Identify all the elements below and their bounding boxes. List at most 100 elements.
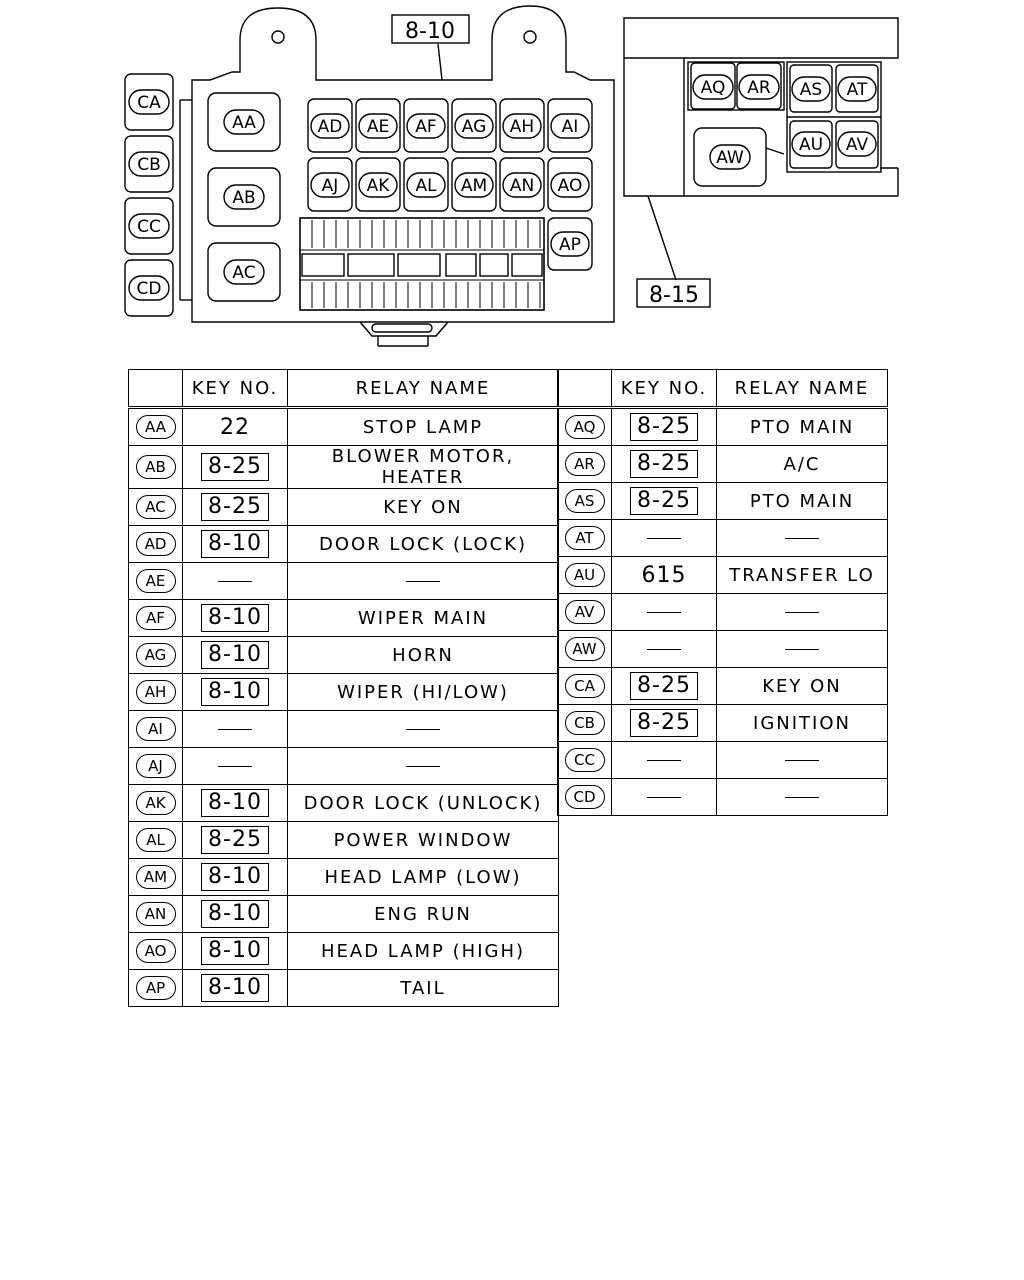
key-no-cell [611,630,717,668]
svg-text:CB: CB [137,155,161,175]
svg-text:AJ: AJ [322,176,339,196]
relay-name-cell: KEY ON [716,667,888,705]
svg-text:AR: AR [747,78,771,98]
relay-au: AU [789,120,833,169]
relay-cd: CD [124,259,174,317]
relay-name-cell: HEAD LAMP (HIGH) [287,932,559,970]
relay-name: BLOWER MOTOR, HEATER [331,446,515,488]
relay-am: AM [451,157,497,212]
empty-dash [647,797,681,798]
key-no-value: 8-10 [201,937,269,965]
relay-name: KEY ON [762,675,842,697]
empty-dash [785,760,819,761]
svg-text:CC: CC [137,217,161,237]
empty-dash [647,760,681,761]
svg-text:8-15: 8-15 [649,283,699,308]
relay-name: DOOR LOCK (LOCK) [318,533,528,555]
relay-name-cell [716,593,888,631]
relay-id-badge: AJ [135,754,176,778]
relay-name-header: RELAY NAME [716,369,888,409]
relay-name: DOOR LOCK (UNLOCK) [303,792,543,814]
relay-name-cell [716,630,888,668]
blank-header [128,369,183,409]
svg-text:AN: AN [510,176,534,196]
relay-ar: AR [736,62,782,110]
svg-text:AK: AK [367,176,391,196]
relay-id-badge: CB [564,711,605,735]
key-no-cell: 8-25 [611,445,717,483]
relay-id-badge: AH [135,680,176,704]
empty-dash [785,612,819,613]
relay-id-badge: AE [135,569,176,593]
relay-id-cell: AP [128,969,183,1007]
key-no-cell: 8-25 [182,488,288,526]
relay-name-cell: HEAD LAMP (LOW) [287,858,559,896]
key-no-cell: 8-25 [611,667,717,705]
key-no-cell: 8-10 [182,673,288,711]
relay-id-badge: AB [135,455,176,479]
relay-id-badge: AU [564,563,605,587]
sub-relay-box [623,17,899,281]
relay-name-cell [287,562,559,600]
relay-name-cell: KEY ON [287,488,559,526]
relay-name: HEAD LAMP (LOW) [324,866,522,888]
empty-dash [647,538,681,539]
relay-id-cell: AD [128,525,183,563]
key-no-cell [182,747,288,785]
key-no-cell: 22 [182,407,288,446]
key-no-cell: 8-10 [182,525,288,563]
relay-id-badge: CC [564,748,605,772]
svg-text:AD: AD [318,117,343,137]
empty-dash [647,612,681,613]
relay-ae: AE [355,98,401,153]
key-no-cell [611,741,717,779]
relay-id-cell: AT [557,519,612,557]
svg-text:AC: AC [232,263,255,283]
relay-id-cell: AG [128,636,183,674]
relay-name-cell: PTO MAIN [716,482,888,520]
svg-text:8-10: 8-10 [405,19,455,44]
relay-name-cell [716,778,888,816]
relay-aw: AW [693,127,767,187]
relay-name-cell: DOOR LOCK (LOCK) [287,525,559,563]
relay-id-cell: CD [557,778,612,816]
key-no-value: 8-25 [201,826,269,854]
relay-id-badge: AD [135,532,176,556]
relay-id-cell: AM [128,858,183,896]
empty-dash [406,729,440,730]
relay-af: AF [403,98,449,153]
svg-text:AB: AB [232,188,255,208]
main-relay-box [179,5,615,347]
table-row: AJ [128,747,559,785]
key-no-cell: 8-10 [182,969,288,1007]
relay-id-badge: AS [564,489,605,513]
relay-name-cell: DOOR LOCK (UNLOCK) [287,784,559,822]
key-no-cell: 8-10 [182,599,288,637]
svg-text:AG: AG [462,117,487,137]
relay-at: AT [835,64,879,113]
relay-name: ENG RUN [374,903,472,925]
empty-dash [218,581,252,582]
key-no-cell [611,778,717,816]
relay-id-badge: AW [564,637,605,661]
key-no-cell: 8-25 [611,407,717,446]
relay-id-badge: AM [135,865,176,889]
relay-name-cell: STOP LAMP [287,407,559,446]
key-no-cell: 8-25 [182,821,288,859]
relay-name-header: RELAY NAME [287,369,559,409]
relay-name-cell: WIPER MAIN [287,599,559,637]
relay-name-cell [716,519,888,557]
relay-id-cell: CB [557,704,612,742]
key-no-cell: 8-25 [611,482,717,520]
relay-id-cell: AL [128,821,183,859]
relay-id-cell: AE [128,562,183,600]
relay-ao: AO [547,157,593,212]
